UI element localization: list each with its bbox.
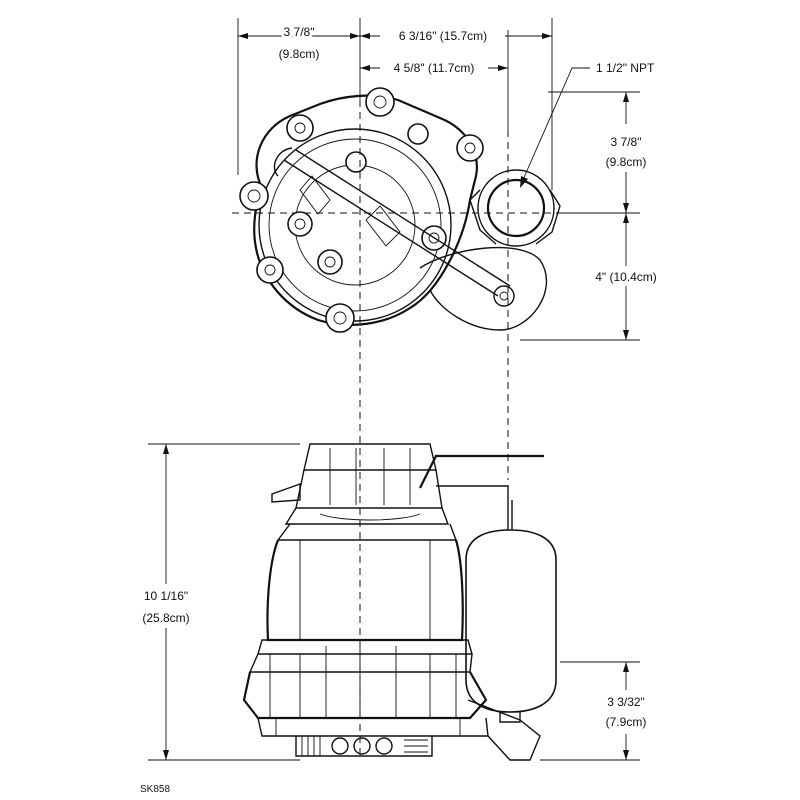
dim-height-cm-label: (25.8cm) bbox=[142, 611, 189, 625]
dim-inner-width-label: 4 5/8" (11.7cm) bbox=[394, 61, 475, 75]
pump-housing-top bbox=[239, 87, 561, 333]
npt-label: 1 1/2" NPT bbox=[596, 61, 655, 75]
dim-top-left-width-label: 3 7/8" bbox=[284, 25, 315, 39]
motor-housing bbox=[266, 507, 464, 642]
dim-inlet-height-cm-label: (7.9cm) bbox=[606, 715, 647, 729]
side-view: 10 1/16" (25.8cm) 3 3/32" (7.9cm) bbox=[128, 443, 660, 761]
dim-inlet-height-label: 3 3/32" bbox=[607, 695, 645, 709]
dim-inner-width: 4 5/8" (11.7cm) bbox=[360, 60, 508, 76]
dim-right-lower-label: 4" (10.4cm) bbox=[595, 270, 657, 284]
dim-top-left-width-cm-label: (9.8cm) bbox=[279, 47, 320, 61]
dim-height-label: 10 1/16" bbox=[144, 589, 188, 603]
dim-overall-width: 6 3/16" (15.7cm) bbox=[360, 28, 552, 44]
discharge-port bbox=[469, 169, 561, 247]
dim-inlet-height: 3 3/32" (7.9cm) bbox=[592, 662, 660, 760]
dim-right-upper: 3 7/8" (9.8cm) bbox=[596, 92, 656, 213]
dim-right-upper-cm-label: (9.8cm) bbox=[606, 155, 647, 169]
dim-overall-width-label: 6 3/16" (15.7cm) bbox=[399, 29, 487, 43]
top-view: 3 7/8" (9.8cm) 6 3/16" (15.7cm) 4 5/8" (… bbox=[232, 18, 664, 341]
bolt-lugs bbox=[239, 87, 484, 333]
dim-right-upper-label: 3 7/8" bbox=[611, 135, 642, 149]
float-arm bbox=[273, 147, 547, 331]
dim-top-left-width: 3 7/8" (9.8cm) bbox=[238, 22, 360, 61]
dim-height: 10 1/16" (25.8cm) bbox=[128, 444, 206, 760]
drawing-code-label: SK858 bbox=[140, 784, 170, 795]
pump-base bbox=[242, 639, 541, 761]
discharge-cap bbox=[271, 443, 443, 509]
inlet-screen bbox=[295, 736, 433, 757]
float-rod bbox=[419, 454, 544, 530]
float bbox=[465, 529, 557, 723]
dim-right-lower: 4" (10.4cm) bbox=[588, 213, 664, 340]
